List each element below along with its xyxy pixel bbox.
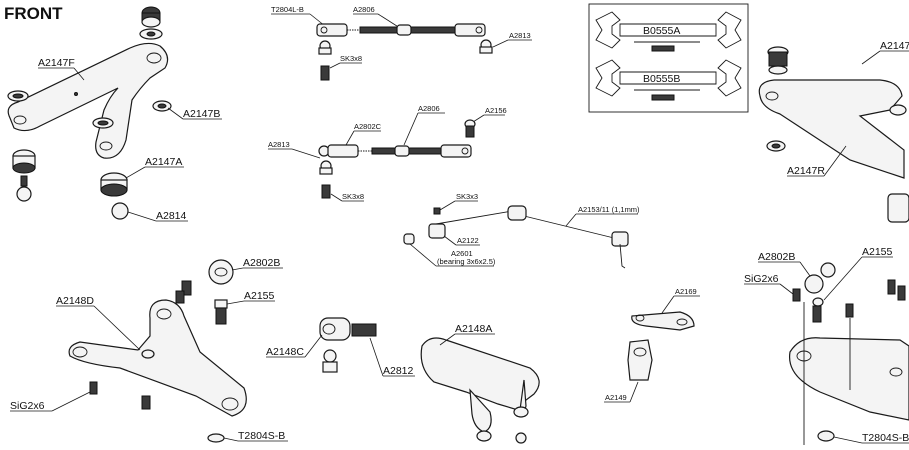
turnbuckle-top: T2804L-B A2806 A2813 SK3x8 [271,5,532,81]
label-a2155-right: A2155 [862,246,893,258]
label-sk3x8-top: SK3x8 [340,54,362,63]
label-a2806-top: A2806 [353,5,375,14]
turnbuckle-mid: A2806 A2156 A2802C A2813 SK3x8 [268,104,507,202]
label-sk3x8-mid: SK3x8 [342,192,364,201]
label-a2147b: A2147B [183,108,220,120]
right-lower-assembly: A2802B A2155 SiG2x6 T2804S-B [744,246,909,445]
label-a2148c: A2148C [266,346,304,358]
label-a2147-right: A2147 [880,40,909,52]
top-ball-nut [139,6,163,40]
label-t2804lb: T2804L-B [271,5,304,14]
right-washer-stack [92,100,172,220]
label-a2813-mid: A2813 [268,140,290,149]
label-a2813-top: A2813 [509,31,531,40]
label-a2147r: A2147R [787,165,825,177]
label-sk3x3: SK3x3 [456,192,478,201]
label-a2153: A2153/11 (1,1mm) [578,205,640,214]
label-b0555a: B0555A [643,25,680,37]
label-a2601-note: (bearing 3x6x2.5) [437,257,496,266]
label-a2148a: A2148A [455,323,492,335]
label-a2806-mid: A2806 [418,104,440,113]
wrench-tools-box: B0555A B0555B [588,3,749,113]
label-a2155-left: A2155 [244,290,275,302]
wrench-b0555a: B0555A [595,11,742,52]
anti-roll-bar-assembly: SK3x3 A2153/11 (1,1mm) A2122 A2601 (bear… [403,192,640,269]
label-a2169: A2169 [675,287,697,296]
label-a2802b-left: A2802B [243,257,280,269]
label-t2804sb-right: T2804S-B [862,432,909,444]
page-title: FRONT [4,4,63,23]
a2147f-arm-assembly: A2147F A2147B A2147A A2814 [7,6,222,222]
label-a2802c: A2802C [354,122,382,131]
left-washer-stack [7,90,36,202]
label-a2147f: A2147F [38,57,75,69]
label-a2148d: A2148D [56,295,94,307]
a2148d-arm-assembly: A2802B A2155 A2148D SiG2x6 T2804S-B [10,257,288,443]
label-a2149: A2149 [605,393,627,402]
label-t2804sb-left: T2804S-B [238,430,285,442]
label-a2156: A2156 [485,106,507,115]
a2148a-wishbone-assembly: A2148A A2148C A2812 [266,317,540,444]
label-a2814: A2814 [156,210,187,222]
wrench-b0555b: B0555B [595,59,742,101]
label-sig2x6-right: SiG2x6 [744,273,779,285]
a2169-a2149-parts: A2169 A2149 [604,287,700,403]
label-a2601: A2601 [451,249,473,258]
label-a2802b-right: A2802B [758,251,795,263]
label-a2147a: A2147A [145,156,182,168]
label-sig2x6-left: SiG2x6 [10,400,45,412]
label-b0555b: B0555B [643,73,680,85]
a2147r-arm-assembly: A2147 A2147R [758,40,909,223]
a2147f-arm-plate [7,42,169,159]
label-a2812: A2812 [383,365,414,377]
label-a2122: A2122 [457,236,479,245]
